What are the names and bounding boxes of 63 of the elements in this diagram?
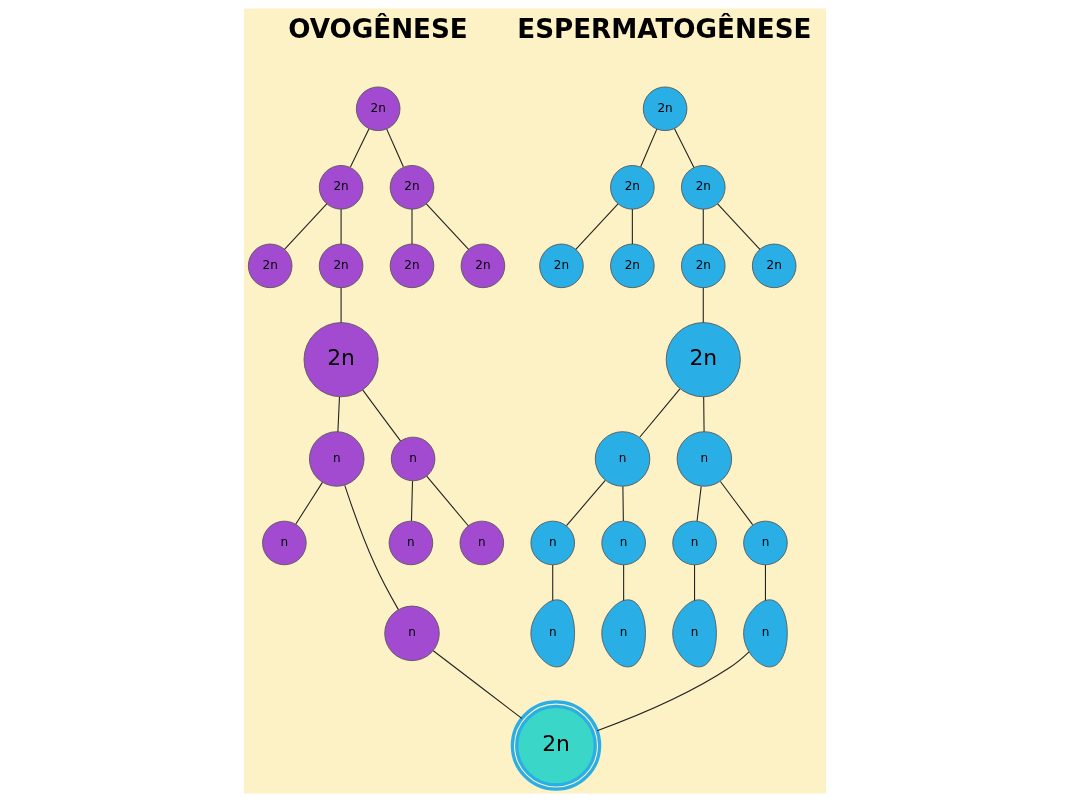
- connector: [622, 564, 624, 601]
- connector: [410, 208, 413, 245]
- connector: [294, 481, 323, 525]
- node-circle: 2n: [389, 243, 434, 289]
- connector: [638, 388, 680, 438]
- node-circle: n: [742, 520, 788, 566]
- label: OVOGÊNESE: [287, 14, 468, 45]
- connector: [340, 208, 342, 245]
- node-circle: 2n: [609, 165, 655, 210]
- connector: [410, 480, 413, 522]
- node-circle: n: [671, 520, 717, 566]
- connector: [385, 128, 404, 168]
- node-circle: n: [388, 520, 433, 566]
- node-circle: 2n: [318, 243, 363, 289]
- node-circle: n: [261, 520, 307, 566]
- node-circle: 2n: [247, 243, 292, 289]
- node-circle: 2n: [680, 243, 726, 289]
- connector: [432, 650, 522, 719]
- connector: [574, 203, 619, 250]
- connector: [719, 481, 753, 526]
- node-circle: 2n: [355, 86, 400, 132]
- connector: [673, 128, 694, 169]
- connector: [621, 485, 624, 522]
- connector: [716, 203, 760, 250]
- connector: [565, 479, 606, 527]
- connector: [702, 396, 705, 432]
- node-circle: n: [459, 520, 504, 566]
- node-circle: n: [308, 431, 364, 487]
- connector: [336, 396, 340, 433]
- node-circle: n: [594, 431, 650, 487]
- node-circle: 2n: [318, 165, 363, 210]
- node-circle: 2n: [680, 165, 726, 210]
- connector: [283, 203, 327, 250]
- node-circle: 2n: [665, 322, 741, 398]
- connector: [340, 287, 342, 323]
- connector: [425, 203, 469, 250]
- connector: [425, 475, 469, 527]
- connector: [596, 651, 750, 732]
- connector: [764, 564, 766, 601]
- node-circle: 2n: [751, 243, 796, 289]
- connector: [551, 564, 553, 601]
- label: ESPERMATOGÊNESE: [516, 14, 811, 45]
- node-circle: 2n: [303, 322, 379, 398]
- connector: [702, 208, 704, 245]
- connector: [361, 389, 401, 442]
- connector: [639, 128, 657, 168]
- node-circle: 2n: [609, 243, 655, 289]
- node-circle: 2n: [510, 700, 601, 791]
- node-circle: 2n: [642, 86, 687, 132]
- connector: [349, 128, 370, 168]
- node-circle: 2n: [389, 165, 434, 210]
- node-circle: 2n: [538, 243, 584, 289]
- node-circle: 2n: [460, 243, 505, 289]
- connector: [702, 287, 704, 323]
- connector: [693, 564, 695, 601]
- connector: [343, 484, 399, 611]
- node-circle: n: [600, 520, 646, 566]
- connector: [631, 208, 633, 245]
- node-circle: n: [390, 436, 435, 482]
- node-circle: n: [676, 431, 732, 487]
- connector: [696, 485, 702, 522]
- node-circle: n: [529, 520, 575, 566]
- node-circle: n: [383, 605, 440, 662]
